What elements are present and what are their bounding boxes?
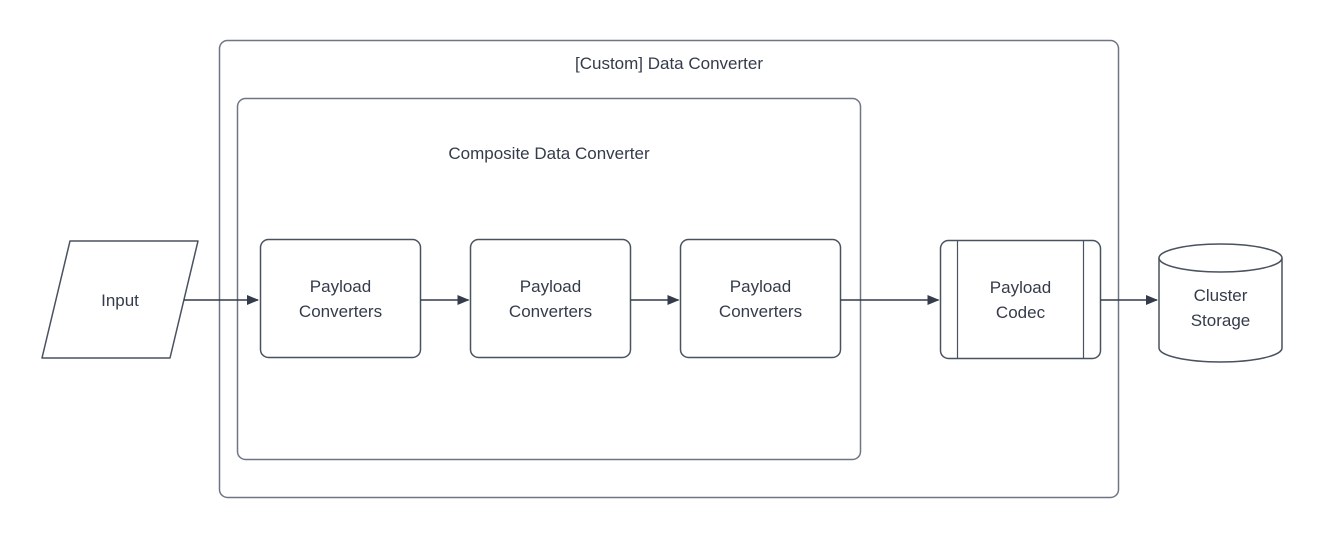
payload-converters-1-label-line1: Payload: [310, 277, 371, 296]
composite-data-converter-title: Composite Data Converter: [448, 144, 650, 163]
payload-converters-2-label-line2: Converters: [509, 302, 592, 321]
payload-codec-label-line2: Codec: [996, 303, 1046, 322]
cluster-storage-label-line1: Cluster: [1194, 286, 1248, 305]
payload-converters-node-2: Payload Converters: [469, 238, 632, 359]
payload-converters-1-label-line2: Converters: [299, 302, 382, 321]
payload-converters-node-1: Payload Converters: [259, 238, 422, 359]
cluster-storage-label-line2: Storage: [1191, 311, 1251, 330]
payload-converters-node-3: Payload Converters: [679, 238, 842, 359]
cluster-storage-node: Cluster Storage: [1158, 243, 1283, 363]
custom-data-converter-title: [Custom] Data Converter: [575, 54, 763, 73]
payload-codec-node: Payload Codec: [939, 239, 1102, 360]
payload-codec-label-line1: Payload: [990, 278, 1051, 297]
payload-converters-3-label-line1: Payload: [730, 277, 791, 296]
payload-converters-2-label-line1: Payload: [520, 277, 581, 296]
payload-converters-3-label-line2: Converters: [719, 302, 802, 321]
input-node: Input: [41, 240, 199, 359]
input-label: Input: [101, 291, 139, 310]
